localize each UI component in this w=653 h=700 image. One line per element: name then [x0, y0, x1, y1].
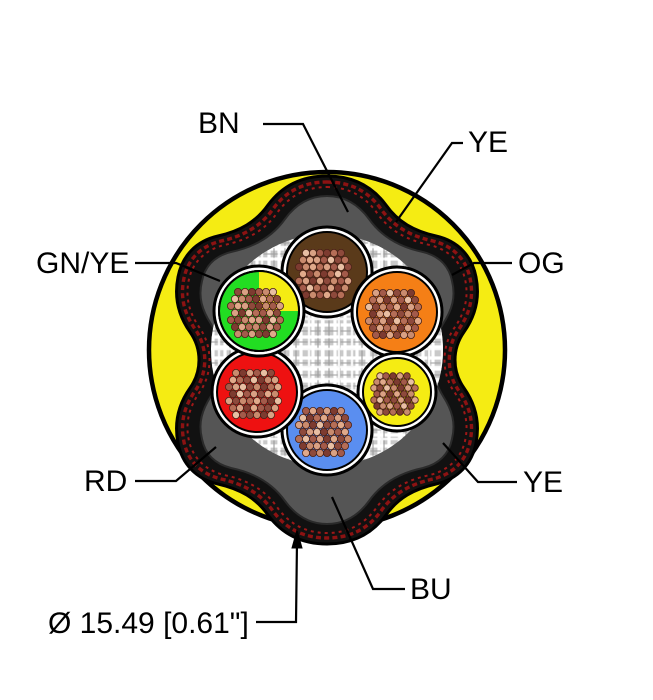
conductor-gnye-strands [226, 287, 284, 338]
label-bn: BN [198, 107, 240, 140]
conductor-gnye-insulation-edge [218, 270, 300, 352]
leader-line-og [451, 261, 512, 276]
label-ye-bottom: YE [523, 466, 563, 499]
leader-line-ye-top [395, 141, 463, 223]
braid-filament-weave [186, 185, 468, 535]
leader-line-bu [330, 496, 405, 591]
conductor-bu-strands [294, 406, 352, 457]
label-rd: RD [84, 465, 127, 498]
conductor-rd-strands [224, 368, 282, 419]
label-og: OG [518, 247, 565, 280]
leader-lines [135, 122, 517, 591]
label-bu: BU [410, 573, 452, 606]
conductor-ye-right-strands [370, 372, 419, 416]
dimension-arrowhead [291, 528, 303, 549]
leader-line-rd [135, 446, 217, 483]
dimension-leader-line [256, 540, 299, 624]
conductor-og-strands [364, 288, 422, 339]
dimension-leader [256, 528, 303, 624]
braid-filament [180, 180, 474, 540]
conductor-rd [210, 345, 304, 439]
label-ye-top: YE [468, 126, 508, 159]
conductor-ye-right [356, 351, 438, 433]
leader-line-ye-bot [442, 442, 517, 484]
conductor-bn-strands [294, 248, 352, 299]
leader-line-bn [263, 122, 349, 213]
dimension-label-group: Ø 15.49 [0.61"] [48, 607, 249, 640]
callout-labels: BN YE GN/YE OG RD YE BU [36, 107, 565, 606]
leader-line-gnye [135, 261, 221, 283]
conductor-og [350, 265, 444, 359]
label-gnye: GN/YE [36, 247, 129, 280]
conductor-bu [280, 383, 374, 477]
conductor-bn [280, 225, 374, 319]
dimension-label: Ø 15.49 [0.61"] [48, 607, 249, 640]
conductor-gnye [212, 264, 306, 358]
